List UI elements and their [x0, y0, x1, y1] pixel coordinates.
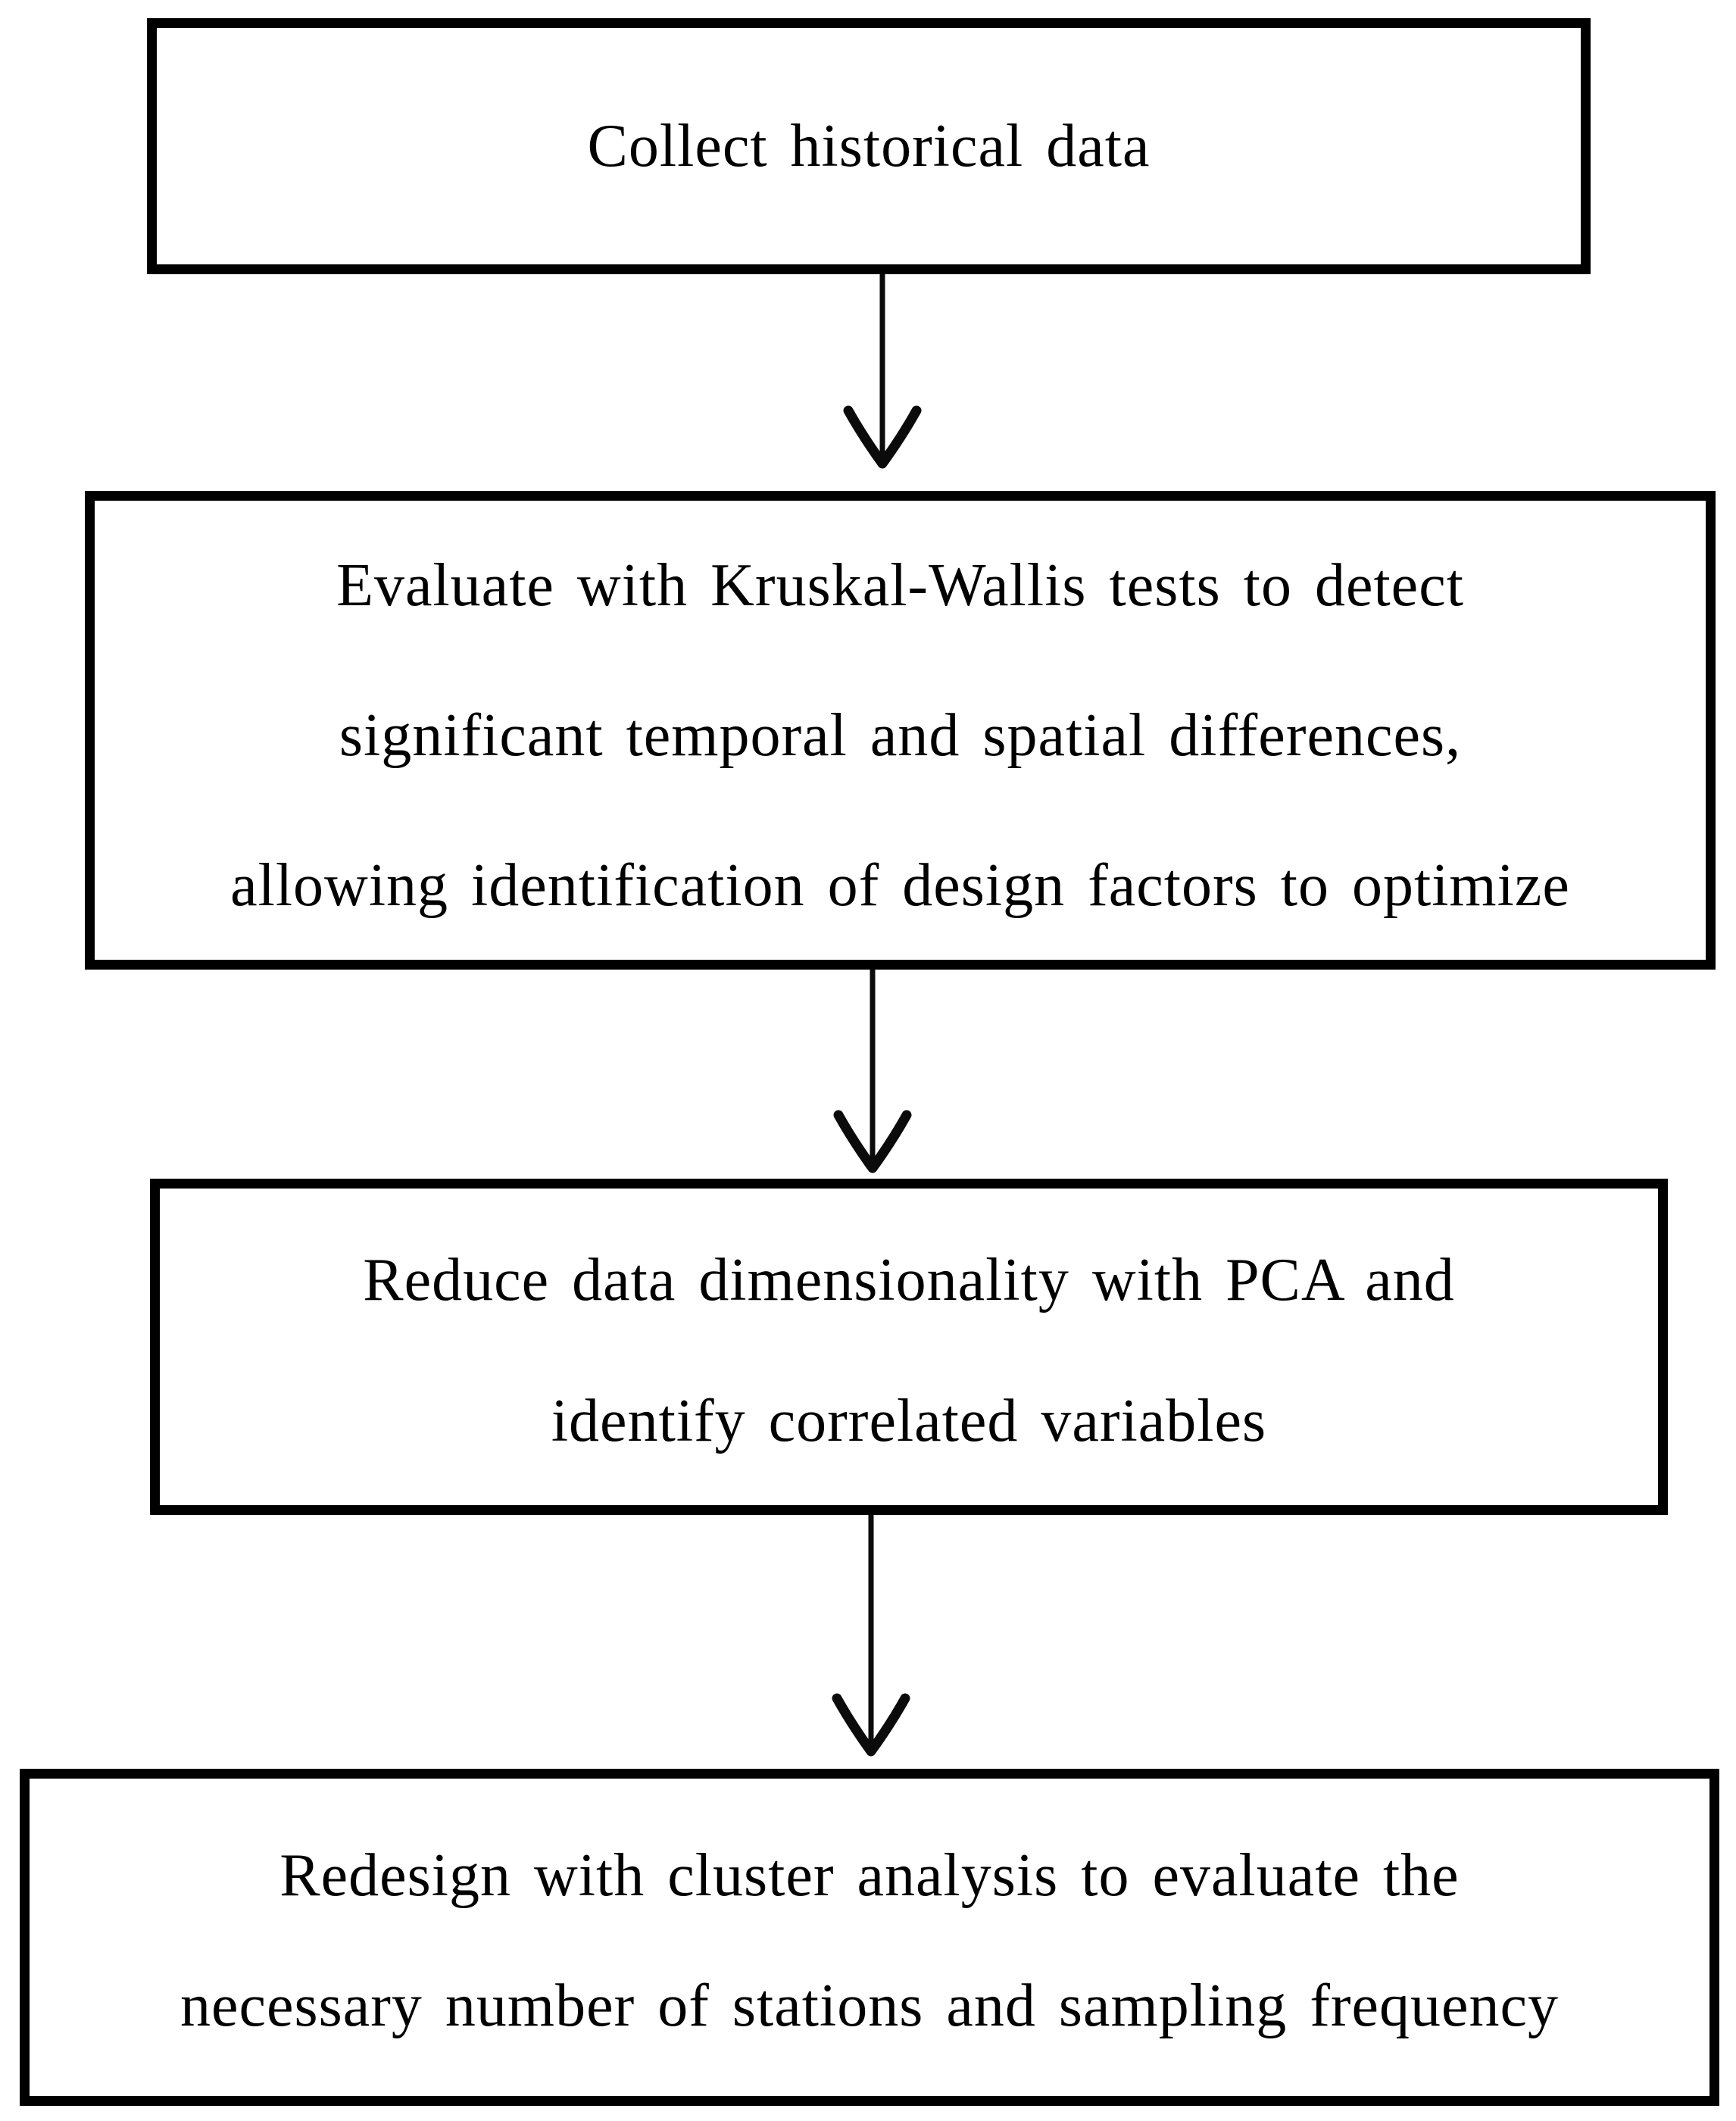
down-arrow-icon — [832, 1515, 910, 1757]
step-text-line: significant temporal and spatial differe… — [339, 702, 1462, 769]
step-text-line: allowing identification of design factor… — [230, 852, 1570, 919]
flow-step-collect-historical-data: Collect historical data — [147, 18, 1591, 274]
flow-step-kruskal-wallis-evaluation: Evaluate with Kruskal-Wallis tests to de… — [85, 491, 1716, 970]
step-text-line: identify correlated variables — [551, 1388, 1267, 1454]
step-text-line: Collect historical data — [587, 112, 1151, 180]
flow-step-pca-dimensionality-reduction: Reduce data dimensionality with PCA and … — [150, 1179, 1668, 1515]
step-text-line: necessary number of stations and samplin… — [180, 1972, 1560, 2039]
step-text-line: Reduce data dimensionality with PCA and — [363, 1247, 1455, 1314]
step-text: Reduce data dimensionality with PCA and … — [160, 1202, 1658, 1492]
down-arrow-icon — [843, 274, 922, 469]
step-text-line: Redesign with cluster analysis to evalua… — [279, 1841, 1460, 1909]
flow-step-cluster-analysis-redesign: Redesign with cluster analysis to evalua… — [20, 1769, 1719, 2106]
step-text-line: Evaluate with Kruskal-Wallis tests to de… — [336, 552, 1464, 619]
step-text: Redesign with cluster analysis to evalua… — [30, 1804, 1709, 2071]
step-text: Evaluate with Kruskal-Wallis tests to de… — [95, 500, 1706, 961]
down-arrow-icon — [833, 970, 912, 1173]
step-text: Collect historical data — [157, 112, 1581, 181]
